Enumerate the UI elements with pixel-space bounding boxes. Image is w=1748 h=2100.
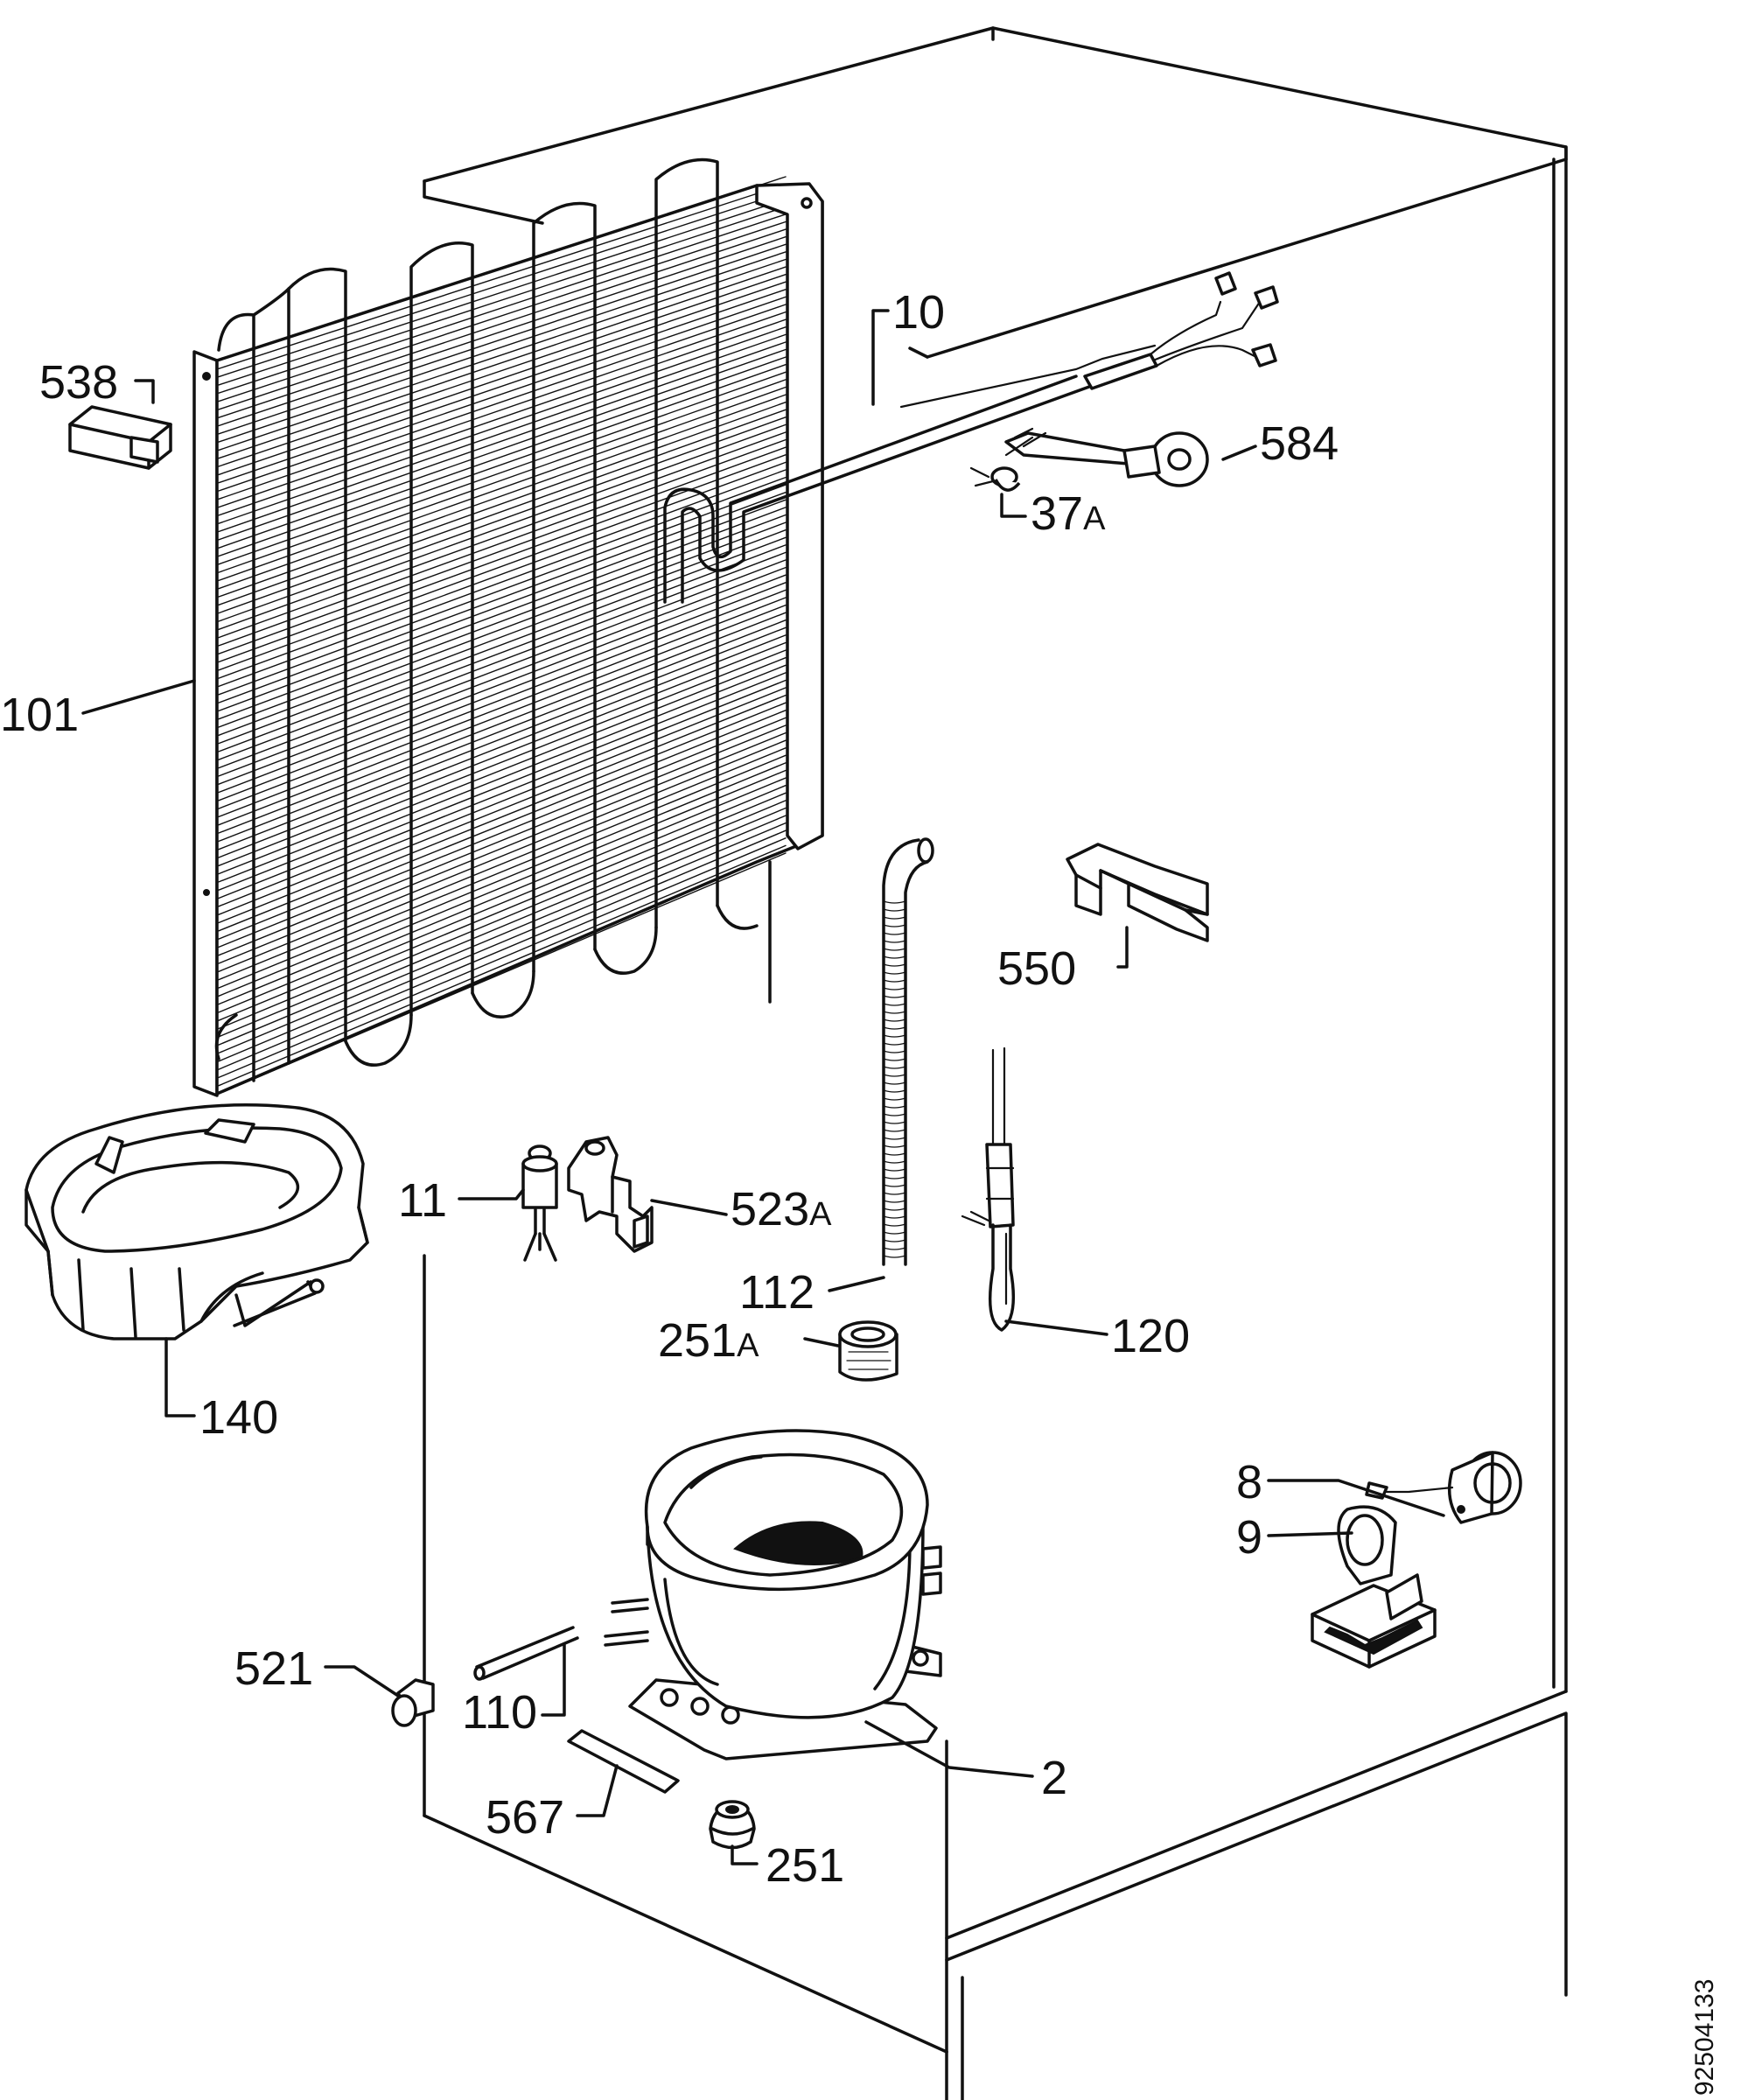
label-101: 101 [0, 689, 79, 741]
drain-hose-112 [882, 837, 934, 1266]
label-9: 9 [1236, 1511, 1262, 1564]
label-550: 550 [997, 942, 1076, 995]
cabinet [423, 26, 1568, 2100]
switch-37a [969, 466, 1021, 492]
label-584: 584 [1260, 417, 1339, 470]
tube-110 [473, 1626, 579, 1681]
compressor-2 [604, 1429, 942, 1760]
label-8: 8 [1236, 1456, 1262, 1508]
label-2: 2 [1041, 1752, 1067, 1804]
grommet-251 [709, 1800, 756, 1850]
part-labels: 538 10 584 37A 101 550 11 523A 112 251A … [0, 286, 1339, 1892]
discharge-tube-10 [663, 271, 1279, 604]
plug-521 [391, 1678, 435, 1727]
thermostat-8 [1365, 1451, 1522, 1524]
label-523a: 523A [731, 1183, 832, 1236]
leader-lines [81, 309, 1445, 1866]
label-521: 521 [234, 1642, 313, 1695]
label-251a: 251A [658, 1314, 759, 1367]
condenser-tube [214, 158, 759, 1082]
label-37a: 37A [1031, 487, 1106, 540]
bracket-550 [1066, 843, 1209, 942]
label-567: 567 [486, 1791, 564, 1844]
label-112: 112 [739, 1266, 815, 1319]
drip-tray-140 [24, 1103, 369, 1340]
part-538 [68, 405, 172, 470]
clip-523a [567, 1136, 654, 1253]
sleeve-251a [838, 1320, 898, 1382]
lamp-holder-584 [1004, 427, 1209, 487]
drawing-code: 92504133 [1690, 1979, 1719, 2096]
condenser-101: // drawn by script below [192, 158, 824, 1097]
label-120: 120 [1111, 1310, 1190, 1362]
label-110: 110 [462, 1686, 537, 1739]
plate-567 [567, 1729, 680, 1794]
label-10: 10 [892, 286, 945, 339]
label-140: 140 [199, 1391, 278, 1444]
label-538: 538 [39, 356, 118, 409]
heater-120 [961, 1046, 1016, 1332]
label-11: 11 [398, 1174, 447, 1227]
label-251: 251 [766, 1839, 844, 1892]
drier-11 [521, 1144, 558, 1262]
condenser-wire-grid: // drawn by script below [218, 176, 787, 1095]
thermostat-holder-9 [1311, 1505, 1437, 1669]
